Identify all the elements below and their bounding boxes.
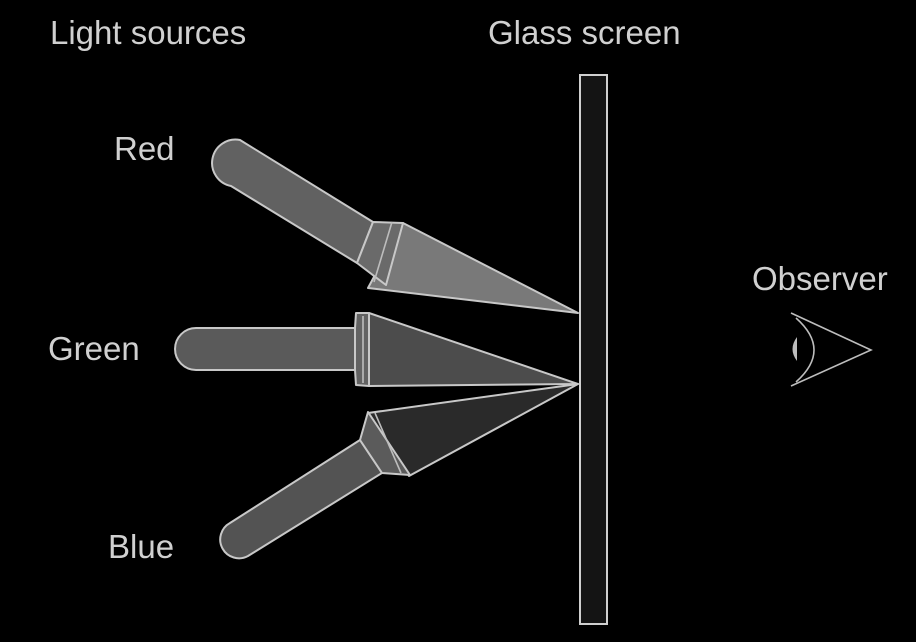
red-source-label: Red: [114, 130, 175, 167]
green-light-beam: [368, 312, 579, 387]
glass-screen: [579, 74, 608, 625]
green-source-label: Green: [48, 330, 140, 367]
observer-eye-icon: [790, 312, 873, 387]
green-flashlight-icon: [174, 312, 370, 387]
blue-flashlight-icon: [219, 411, 411, 560]
light-sources-heading: Light sources: [50, 14, 246, 51]
blue-source-label: Blue: [108, 528, 174, 565]
glass-screen-heading: Glass screen: [488, 14, 681, 51]
observer-label: Observer: [752, 260, 888, 297]
red-flashlight-icon: [211, 138, 404, 286]
